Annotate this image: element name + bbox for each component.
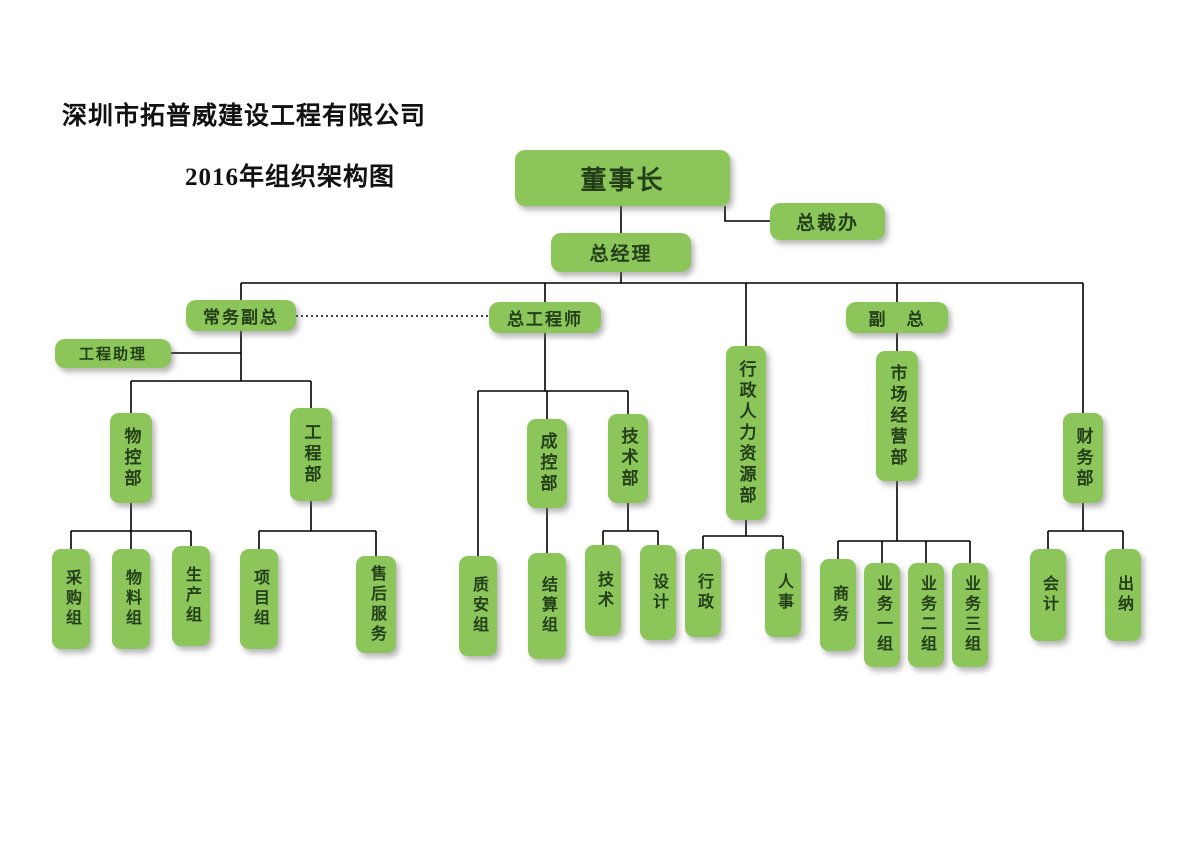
node-admin-hr-dept: 行政人力资源部 bbox=[726, 346, 766, 520]
company-title: 深圳市拓普威建设工程有限公司 bbox=[62, 103, 427, 130]
node-procurement-group: 采购组 bbox=[52, 549, 90, 649]
node-deputy-gm: 副 总 bbox=[846, 302, 948, 333]
node-business-team-3: 业务三组 bbox=[952, 563, 988, 667]
node-quality-safety-group: 质安组 bbox=[459, 556, 497, 656]
node-general-manager: 总经理 bbox=[551, 233, 691, 272]
node-production-group: 生产组 bbox=[172, 546, 210, 646]
node-business-team-1: 业务一组 bbox=[864, 563, 900, 667]
node-material-group: 物料组 bbox=[112, 549, 150, 649]
node-material-control-dept: 物控部 bbox=[110, 413, 152, 503]
node-engineering-assistant: 工程助理 bbox=[55, 339, 171, 368]
node-project-group: 项目组 bbox=[240, 549, 278, 649]
node-business-team-2: 业务二组 bbox=[908, 563, 944, 667]
node-marketing-dept: 市场经营部 bbox=[876, 351, 918, 481]
chart-title: 2016年组织架构图 bbox=[185, 164, 396, 191]
node-cashier-group: 出纳 bbox=[1105, 549, 1141, 641]
node-executive-deputy-gm: 常务副总 bbox=[186, 300, 296, 331]
node-administration-group: 行政 bbox=[685, 549, 721, 637]
node-technology-group: 技术 bbox=[585, 545, 621, 636]
node-chairman: 董事长 bbox=[515, 150, 730, 206]
node-engineering-dept: 工程部 bbox=[290, 408, 332, 501]
node-hr-group: 人事 bbox=[765, 549, 801, 637]
node-technology-dept: 技术部 bbox=[608, 414, 648, 503]
node-chief-engineer: 总工程师 bbox=[489, 302, 601, 333]
node-after-sales-service: 售后服务 bbox=[356, 556, 396, 653]
node-settlement-group: 结算组 bbox=[528, 553, 566, 659]
node-accounting-group: 会计 bbox=[1030, 549, 1066, 641]
node-design-group: 设计 bbox=[640, 545, 676, 640]
node-finance-dept: 财务部 bbox=[1063, 413, 1103, 503]
node-business-group: 商务 bbox=[820, 559, 856, 651]
node-president-office: 总裁办 bbox=[770, 203, 885, 240]
node-cost-control-dept: 成控部 bbox=[527, 419, 567, 508]
